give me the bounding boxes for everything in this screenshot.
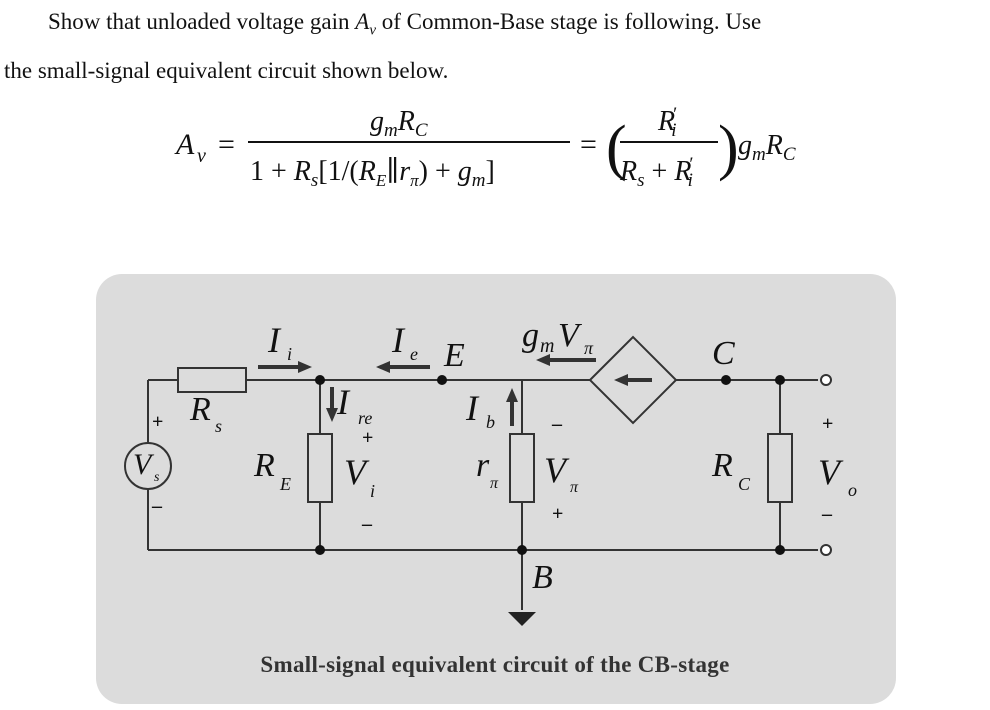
svg-text:π: π: [570, 479, 579, 496]
svg-text:i: i: [287, 344, 292, 364]
label-vo: V: [818, 452, 844, 492]
question-line-1: Show that unloaded voltage gain Av of Co…: [48, 9, 762, 39]
svg-text:V: V: [558, 317, 583, 354]
svg-text:s: s: [154, 470, 160, 485]
label-vi: V: [344, 452, 370, 492]
svg-text:v: v: [197, 145, 206, 167]
svg-text:–: –: [551, 413, 563, 435]
label-ie: I: [391, 320, 406, 360]
svg-text:–: –: [821, 503, 833, 525]
svg-text:–: –: [361, 513, 373, 535]
output-terminal-bottom: [820, 544, 832, 556]
figure-caption: Small-signal equivalent circuit of the C…: [260, 652, 730, 677]
output-terminal-top: [820, 374, 832, 386]
svg-text:+: +: [822, 413, 833, 435]
svg-text:π: π: [584, 338, 594, 358]
rpi-resistor: [509, 433, 535, 503]
label-dep-source: g: [522, 317, 539, 354]
label-node-c: C: [712, 335, 735, 372]
label-rpi: r: [476, 447, 490, 484]
label-ire: I: [336, 382, 351, 422]
re-resistor: [307, 433, 333, 503]
label-node-b: B: [532, 559, 553, 596]
rs-resistor: [177, 367, 247, 393]
svg-text:i: i: [370, 481, 375, 501]
svg-text:s: s: [215, 416, 222, 436]
svg-text:re: re: [358, 408, 372, 428]
svg-text:(: (: [606, 114, 627, 182]
svg-text:+: +: [362, 427, 373, 449]
svg-text:=: =: [218, 128, 235, 161]
svg-text:e: e: [410, 344, 418, 364]
svg-text:–: –: [151, 495, 163, 517]
svg-text:+: +: [552, 503, 563, 525]
circuit-panel: [96, 274, 896, 704]
label-ii: I: [267, 320, 282, 360]
svg-text:=: =: [580, 128, 597, 161]
formula-rhs-numerator: R′i: [657, 104, 677, 141]
svg-text:o: o: [848, 480, 857, 500]
svg-text:E: E: [279, 474, 291, 494]
formula-numerator: gmRC: [370, 106, 428, 141]
gain-formula: A v = gmRC 1 + Rs[1/(RE∥rπ) + gm] = ( R′…: [0, 96, 990, 196]
svg-text:C: C: [738, 474, 751, 494]
svg-text:+: +: [152, 411, 163, 433]
label-node-e: E: [443, 337, 465, 374]
svg-text:b: b: [486, 412, 495, 432]
label-re: R: [253, 447, 275, 484]
svg-text:π: π: [490, 475, 499, 492]
formula-rhs-denominator: Rs + R′i: [619, 154, 694, 191]
formula-denominator: 1 + Rs[1/(RE∥rπ) + gm]: [250, 156, 495, 191]
label-vs: V: [133, 448, 155, 481]
label-rc: R: [711, 447, 733, 484]
label-vpi: V: [544, 450, 570, 490]
question-line-2: the small-signal equivalent circuit show…: [4, 57, 449, 83]
svg-text:m: m: [540, 335, 554, 357]
gain-symbol: A: [355, 9, 370, 34]
question-text: Show that unloaded voltage gain Av of Co…: [4, 2, 988, 91]
ground-icon: [508, 612, 536, 626]
label-rs: R: [189, 391, 211, 428]
formula-lhs: A: [174, 128, 195, 161]
label-ib: I: [465, 388, 480, 428]
rc-resistor: [767, 433, 793, 503]
svg-text:): ): [718, 114, 739, 182]
